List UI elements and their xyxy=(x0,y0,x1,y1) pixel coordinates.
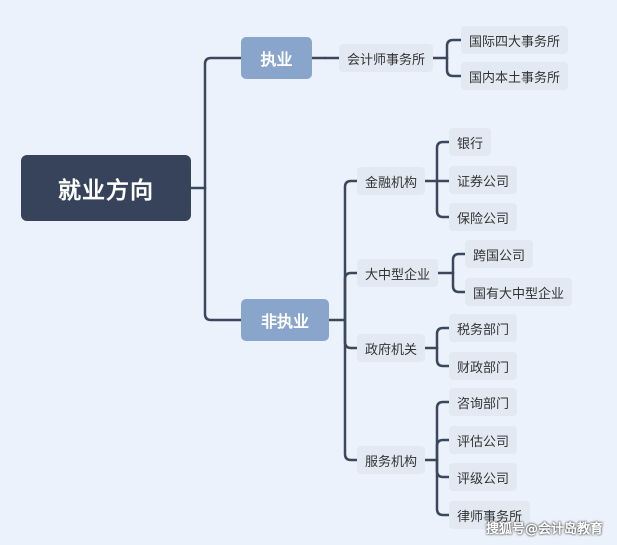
firm-connector-link-0 xyxy=(445,38,463,60)
node-consulting: 咨询部门 xyxy=(449,388,518,416)
node-government: 政府机关 xyxy=(357,334,426,362)
node-bank: 银行 xyxy=(449,128,492,156)
financial-connector-link-0 xyxy=(435,140,451,183)
node-state-owned: 国有大中型企业 xyxy=(465,278,573,306)
node-big-four: 国际四大事务所 xyxy=(461,26,569,54)
services-connector-link-3 xyxy=(435,458,451,517)
node-rating: 评级公司 xyxy=(449,463,518,491)
non-practicing-connector-link-3 xyxy=(343,318,359,462)
branch-practicing: 执业 xyxy=(241,37,312,79)
node-insurance: 保险公司 xyxy=(449,203,518,231)
node-accounting-firm: 会计师事务所 xyxy=(339,44,434,72)
node-multinational: 跨国公司 xyxy=(465,240,534,268)
enterprise-connector-link-1 xyxy=(451,271,467,294)
non-practicing-connector-link-2 xyxy=(343,318,359,350)
node-law-firm: 律师事务所 xyxy=(449,501,531,529)
root-connector-link-1 xyxy=(203,186,243,322)
node-appraisal: 评估公司 xyxy=(449,426,518,454)
services-connector-link-1 xyxy=(435,438,451,462)
non-practicing-connector-link-1 xyxy=(343,271,359,322)
node-enterprise: 大中型企业 xyxy=(357,259,439,287)
non-practicing-connector-link-0 xyxy=(343,179,359,322)
root-node: 就业方向 xyxy=(21,155,191,221)
node-services: 服务机构 xyxy=(357,446,426,474)
watermark: 搜狐号@会计岛教育 xyxy=(485,522,603,537)
enterprise-connector-link-0 xyxy=(451,252,467,275)
node-finance-dept: 财政部门 xyxy=(449,352,518,380)
node-tax-dept: 税务部门 xyxy=(449,314,518,342)
node-financial: 金融机构 xyxy=(357,167,426,195)
node-securities: 证券公司 xyxy=(449,166,518,194)
services-connector-link-2 xyxy=(435,458,451,479)
services-connector-link-0 xyxy=(435,400,451,462)
node-domestic-firm: 国内本土事务所 xyxy=(461,62,569,90)
branch-non-practicing: 非执业 xyxy=(241,299,329,341)
root-connector-link-0 xyxy=(203,56,243,190)
financial-connector-link-2 xyxy=(435,179,451,219)
firm-connector-link-1 xyxy=(445,56,463,78)
government-connector-link-1 xyxy=(435,346,451,368)
government-connector-link-0 xyxy=(435,326,451,350)
